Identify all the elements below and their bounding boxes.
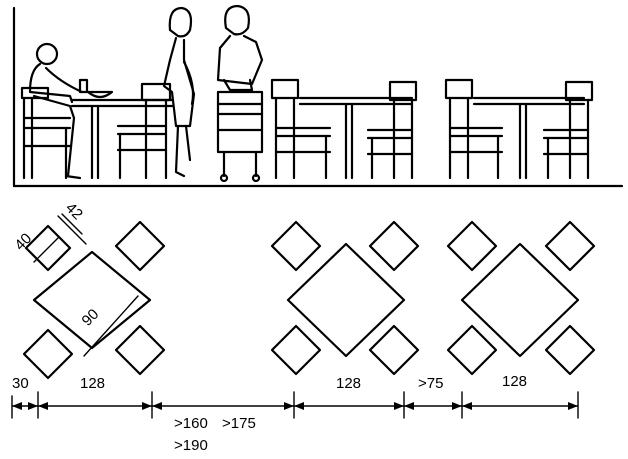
chair-plan-3a <box>446 220 498 272</box>
group-elevation-2 <box>270 78 418 180</box>
aisle-min-label: >160 <box>174 415 208 432</box>
table-plan-3 <box>460 242 580 358</box>
table-group-1 <box>22 213 166 380</box>
edge-offset-label: 30 <box>12 375 29 392</box>
seated-person <box>28 42 84 180</box>
chair-elevation-1 <box>20 86 72 180</box>
chair-width-dim <box>33 237 59 263</box>
table-plan-2 <box>286 242 406 358</box>
chair-elevation-2 <box>116 82 172 180</box>
chair-plan-1b <box>114 220 166 272</box>
chair-plan-3d <box>544 324 596 376</box>
chair-plan-2c <box>270 324 322 376</box>
chair-plan-2d <box>368 324 420 376</box>
chair-plan-2b <box>368 220 420 272</box>
group-width-label-1: 128 <box>80 375 105 392</box>
gap-label: >75 <box>418 375 443 392</box>
chair-plan-2a <box>270 220 322 272</box>
group-width-label-3: 128 <box>502 373 527 390</box>
chair-plan-1c <box>22 328 74 380</box>
table-elevation-1 <box>70 98 174 180</box>
chair-depth-label: 42 <box>62 199 86 223</box>
dimension-line <box>11 391 579 419</box>
standing-waitress <box>162 6 196 178</box>
table-diagonal-dim <box>83 295 139 357</box>
cup-icon <box>78 78 89 94</box>
table-group-3 <box>446 220 596 376</box>
group-width-label-2: 128 <box>336 375 361 392</box>
plan-view: 40 42 90 30 128 128 >75 128 >160 >175 >1… <box>11 199 596 454</box>
group-elevation-3 <box>444 78 594 180</box>
table-group-2 <box>270 220 420 376</box>
bowl-icon <box>86 90 114 99</box>
chair-plan-3c <box>446 324 498 376</box>
chair-depth-dim <box>57 215 87 245</box>
aisle-max-label: >190 <box>174 437 208 454</box>
aisle-mid-label: >175 <box>222 415 256 432</box>
waitress-with-trolley <box>216 4 264 183</box>
chair-plan-1d <box>114 324 166 376</box>
elevation-view <box>12 4 624 188</box>
chair-plan-3b <box>544 220 596 272</box>
